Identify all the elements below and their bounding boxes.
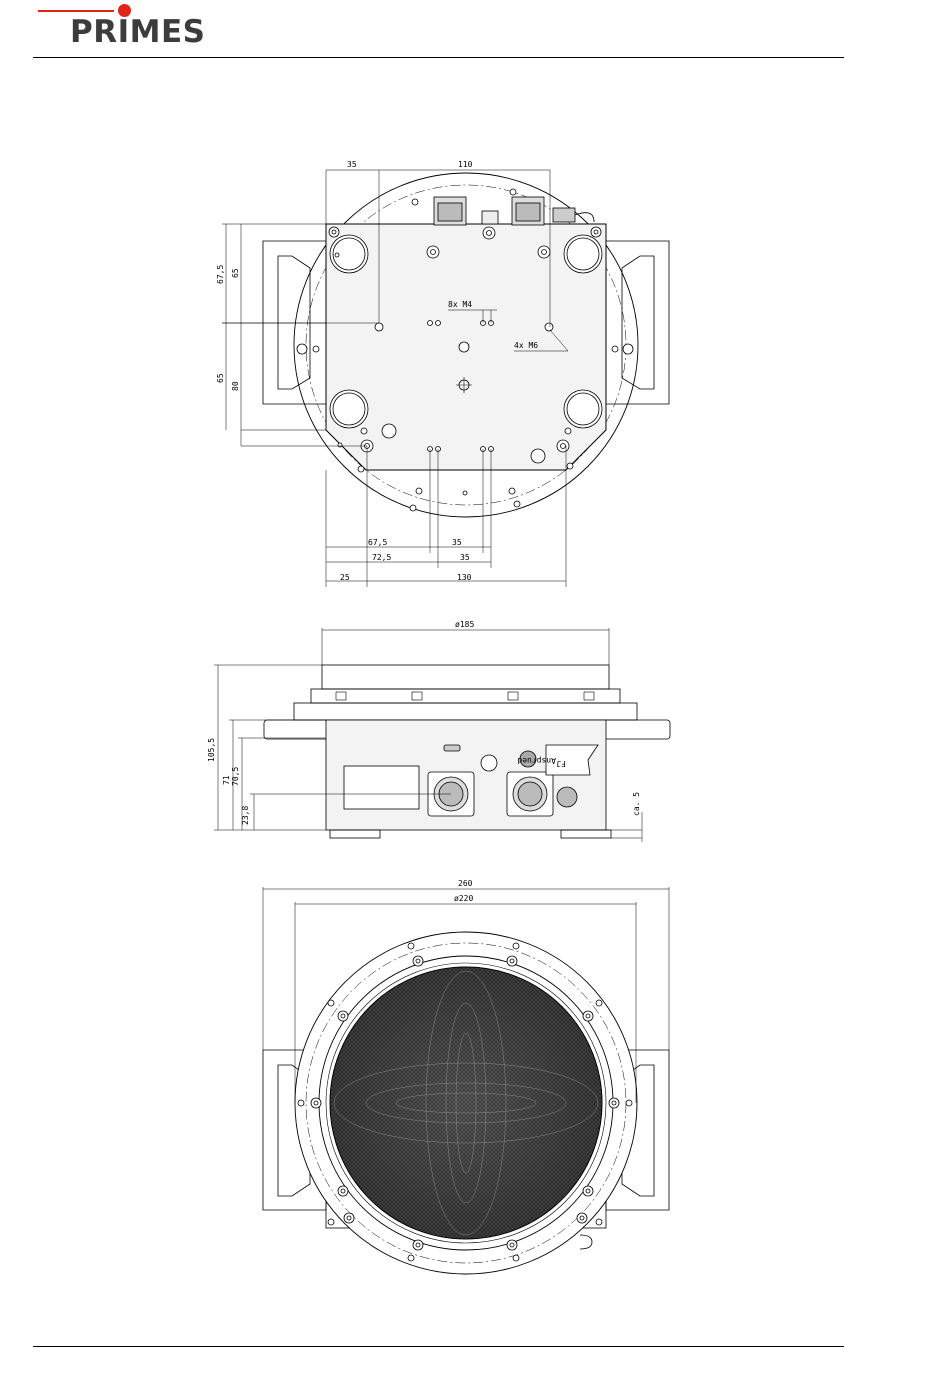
dim-65-a: 65 [231, 268, 240, 278]
pocket-br [564, 390, 602, 428]
side-view [214, 628, 670, 842]
top-connector-3 [482, 211, 498, 224]
dim-23-8: 23,8 [241, 806, 250, 825]
dim-70-5: 70,5 [231, 767, 240, 786]
top-view [222, 170, 669, 587]
dim-105-5: 105,5 [207, 738, 216, 762]
dim-71: 71 [222, 775, 231, 785]
top-handle-left [263, 241, 326, 404]
dim-8x-m4: 8x M4 [448, 300, 472, 309]
label-plate-line1: Ansprued [517, 756, 556, 765]
side-foot-right [561, 830, 611, 838]
dim-65-b: 65 [216, 373, 225, 383]
side-round-connector [557, 787, 577, 807]
top-connector-4 [553, 208, 575, 222]
dim-67-5-left: 67,5 [216, 265, 225, 284]
dim-110: 110 [458, 160, 473, 169]
dim-67-5-bottom: 67,5 [368, 538, 387, 547]
dim-80: 80 [231, 381, 240, 391]
bottom-view [263, 887, 669, 1274]
side-ring-flange [311, 689, 620, 703]
dim-ca-5: ca. 5 [632, 792, 641, 816]
dim-72-5: 72,5 [372, 553, 391, 562]
dim-35-bottom-a: 35 [452, 538, 462, 547]
pocket-bl [330, 390, 368, 428]
dim-d185: ø185 [455, 620, 474, 629]
dim-130: 130 [457, 573, 472, 582]
label-plate-line2: FJ [556, 759, 566, 768]
side-foot-left [330, 830, 380, 838]
top-handle-left-inner [278, 256, 310, 389]
dim-25: 25 [340, 573, 350, 582]
bottom-view-dimensions: 260 ø220 [454, 879, 473, 903]
side-label-area [344, 766, 419, 809]
dim-260: 260 [458, 879, 473, 888]
dim-35-bottom-b: 35 [460, 553, 470, 562]
side-top-plate [322, 665, 609, 689]
top-handle-right-inner [622, 256, 654, 389]
pocket-tr [564, 235, 602, 273]
dim-4x-m6: 4x M6 [514, 341, 538, 350]
side-port [481, 755, 497, 771]
top-handle-right [606, 241, 669, 404]
dim-d220: ø220 [454, 894, 473, 903]
dim-35-top: 35 [347, 160, 357, 169]
side-base-flange [294, 703, 637, 720]
